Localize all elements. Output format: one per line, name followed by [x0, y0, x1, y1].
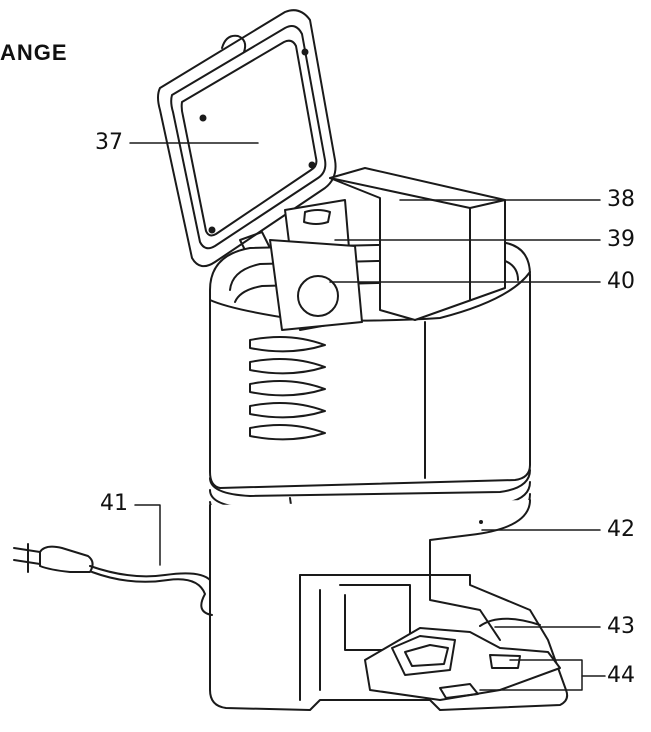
leader-44: [479, 659, 583, 691]
callout-43: 43: [607, 614, 635, 639]
callout-37: 37: [95, 130, 123, 155]
callout-39: 39: [607, 227, 635, 252]
callout-41: 41: [100, 491, 128, 516]
lid: [157, 9, 337, 268]
callout-40: 40: [607, 269, 635, 294]
callout-38: 38: [607, 187, 635, 212]
leader-lines: [129, 142, 606, 691]
leader-41: [134, 504, 161, 566]
callout-44: 44: [607, 663, 635, 688]
callout-42: 42: [607, 517, 635, 542]
lower-base: [209, 499, 569, 711]
page-heading: ANGE: [0, 40, 68, 65]
dust-bag: [269, 199, 363, 331]
power-cord: [13, 543, 213, 616]
